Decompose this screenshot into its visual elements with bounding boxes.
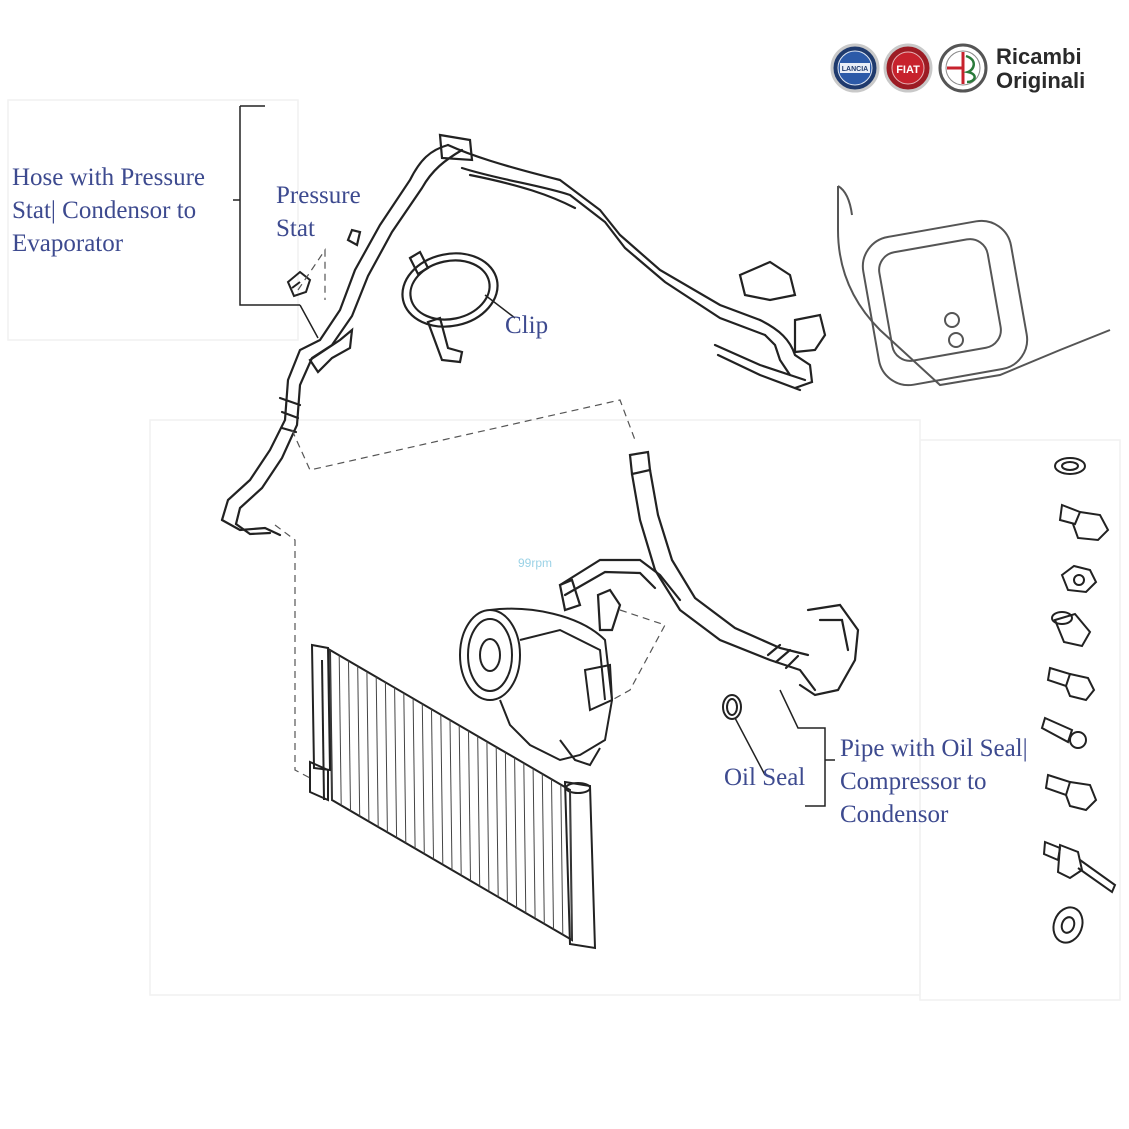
clip-part — [401, 250, 499, 364]
label-hose-line-1: Hose with Pressure — [12, 164, 206, 191]
condensor-fin — [541, 773, 545, 924]
fastener-stud-long — [1042, 840, 1117, 894]
fastener-bolt-hex — [1044, 773, 1098, 812]
condensor-fin — [329, 649, 333, 801]
condensor-fin — [504, 752, 508, 903]
pipe-compressor-to-condensor — [558, 450, 860, 697]
label-pipe-line-3: Condensor — [840, 801, 949, 828]
background-panels — [7, 99, 1121, 1001]
label-stat-line-1: Pressure — [276, 182, 361, 209]
label-pipe-line-2: Compressor to — [840, 768, 987, 795]
vehicle-body-panel — [837, 185, 1111, 387]
alfa-romeo-badge — [938, 43, 988, 93]
condensor-fin — [348, 660, 351, 811]
fastener-screw — [1040, 716, 1087, 749]
fiat-badge-text: FIAT — [896, 64, 920, 76]
condensor-fin — [412, 698, 416, 849]
fastener-bolt-flange — [1058, 503, 1110, 542]
condensor-fin — [560, 784, 564, 935]
brand-ricambi: Ricambi — [996, 44, 1082, 69]
condensor-fin — [384, 682, 388, 833]
condensor-fin — [458, 725, 462, 876]
condensor-fin — [375, 676, 379, 827]
label-hose-line-2: Stat| Condensor to — [12, 197, 197, 224]
label-clip: Clip — [505, 312, 549, 339]
compressor-part — [459, 607, 614, 767]
fastener-sleeve — [1051, 611, 1092, 648]
assembly-guide-lines — [274, 248, 666, 779]
label-oil-seal: Oil Seal — [724, 764, 806, 791]
watermark-text: 99rpm — [518, 556, 552, 570]
condensor-fin — [477, 736, 481, 887]
fastener-washer-bottom — [1052, 906, 1084, 944]
brand-originali: Originali — [996, 68, 1086, 93]
lancia-badge: LANCIA — [830, 43, 880, 93]
condensor-fin — [366, 671, 370, 822]
pressure-stat-part — [286, 270, 312, 298]
condensor-fins — [329, 649, 573, 941]
condensor-fin — [431, 709, 434, 860]
fastener-nut — [1060, 564, 1098, 594]
fastener-washer-top — [1054, 457, 1086, 475]
condensor-fin — [338, 655, 342, 806]
label-hose-line-3: Evaporator — [12, 230, 124, 257]
brand-badges: LANCIA FIAT — [830, 43, 988, 93]
condensor-fin — [514, 757, 518, 908]
condensor-fin — [532, 768, 536, 919]
oil-seal-ring — [722, 694, 742, 720]
condensor-fin — [495, 746, 499, 897]
condensor-fin — [569, 789, 573, 941]
condensor-fin — [394, 687, 398, 838]
condensor-fin — [449, 719, 453, 871]
label-stat-line-2: Stat — [276, 215, 315, 242]
condensor-part — [309, 643, 597, 950]
condensor-fin — [357, 666, 361, 817]
label-pipe-line-1: Pipe with Oil Seal| — [840, 735, 1028, 762]
fastener-bolt-short — [1046, 666, 1096, 702]
leader-lines — [233, 105, 835, 807]
lancia-badge-text: LANCIA — [842, 66, 868, 73]
fiat-badge: FIAT — [883, 43, 933, 93]
condensor-fin — [403, 693, 407, 844]
condensor-fin — [551, 779, 554, 930]
hose-condensor-to-evaporator — [220, 133, 827, 537]
condensor-fin — [523, 763, 527, 914]
condensor-fin — [440, 714, 444, 865]
condensor-fin — [486, 741, 490, 892]
condensor-fin — [421, 703, 425, 854]
condensor-fin — [468, 730, 471, 881]
